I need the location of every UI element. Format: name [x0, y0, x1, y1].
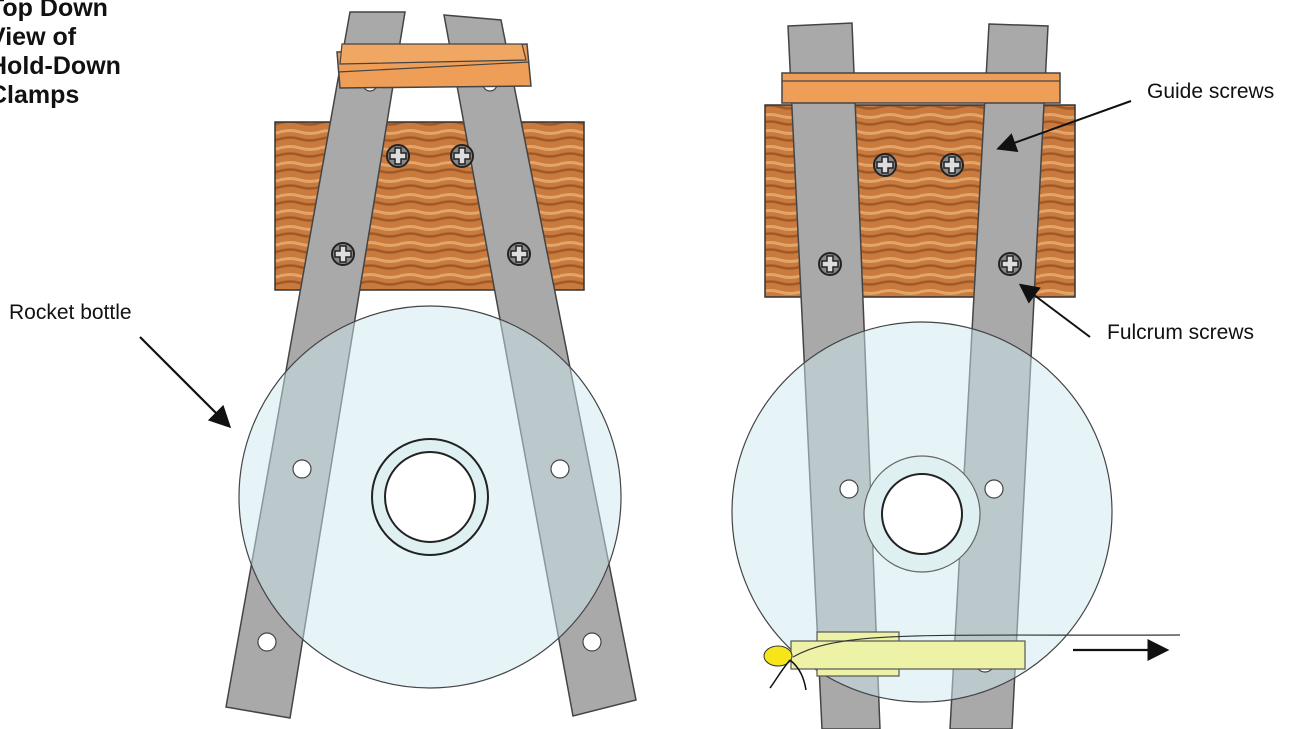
- release-pin: [790, 640, 1026, 670]
- phillips-screw-icon: [331, 242, 355, 266]
- title-line-1: Top Down: [0, 0, 108, 22]
- phillips-screw-icon: [940, 153, 964, 177]
- left-strip-hole: [257, 632, 277, 652]
- left-rubber-band-edge: [337, 61, 530, 73]
- phillips-screw-icon: [998, 252, 1022, 276]
- phillips-screw-icon: [450, 144, 474, 168]
- right-assembly: [731, 22, 1181, 729]
- phillips-screw-icon: [507, 242, 531, 266]
- fulcrum-screws-label: Fulcrum screws: [1107, 321, 1255, 344]
- phillips-screw-icon: [873, 153, 897, 177]
- rocket-bottle-arrow-icon: [139, 336, 232, 429]
- knot-tail: [769, 659, 791, 689]
- title-line-3: Hold-Down: [0, 52, 121, 80]
- phillips-screw-icon: [386, 144, 410, 168]
- guide-screws-arrow-icon: [996, 100, 1132, 153]
- right-bottle-opening: [881, 473, 963, 555]
- right-strip-hole: [984, 479, 1004, 499]
- left-strip-hole: [582, 632, 602, 652]
- left-bottle-opening: [384, 451, 476, 543]
- left-strip-hole: [292, 459, 312, 479]
- fulcrum-screws-arrow-icon: [1018, 283, 1091, 338]
- release-knot: [763, 645, 793, 667]
- knot-tail: [789, 659, 807, 691]
- left-assembly: [225, 11, 637, 719]
- right-strip-hole: [839, 479, 859, 499]
- title-line-2: View of: [0, 23, 77, 51]
- right-rubber-band: [781, 72, 1061, 104]
- guide-screws-label: Guide screws: [1147, 80, 1275, 103]
- left-rubber-band: [339, 43, 527, 65]
- release-string: [792, 634, 1181, 658]
- phillips-screw-icon: [818, 252, 842, 276]
- rocket-bottle-label: Rocket bottle: [9, 301, 132, 324]
- left-strip-hole: [550, 459, 570, 479]
- diagram-title: Top Down View of Hold-Down Clamps: [0, 0, 121, 110]
- title-line-4: Clamps: [0, 81, 80, 109]
